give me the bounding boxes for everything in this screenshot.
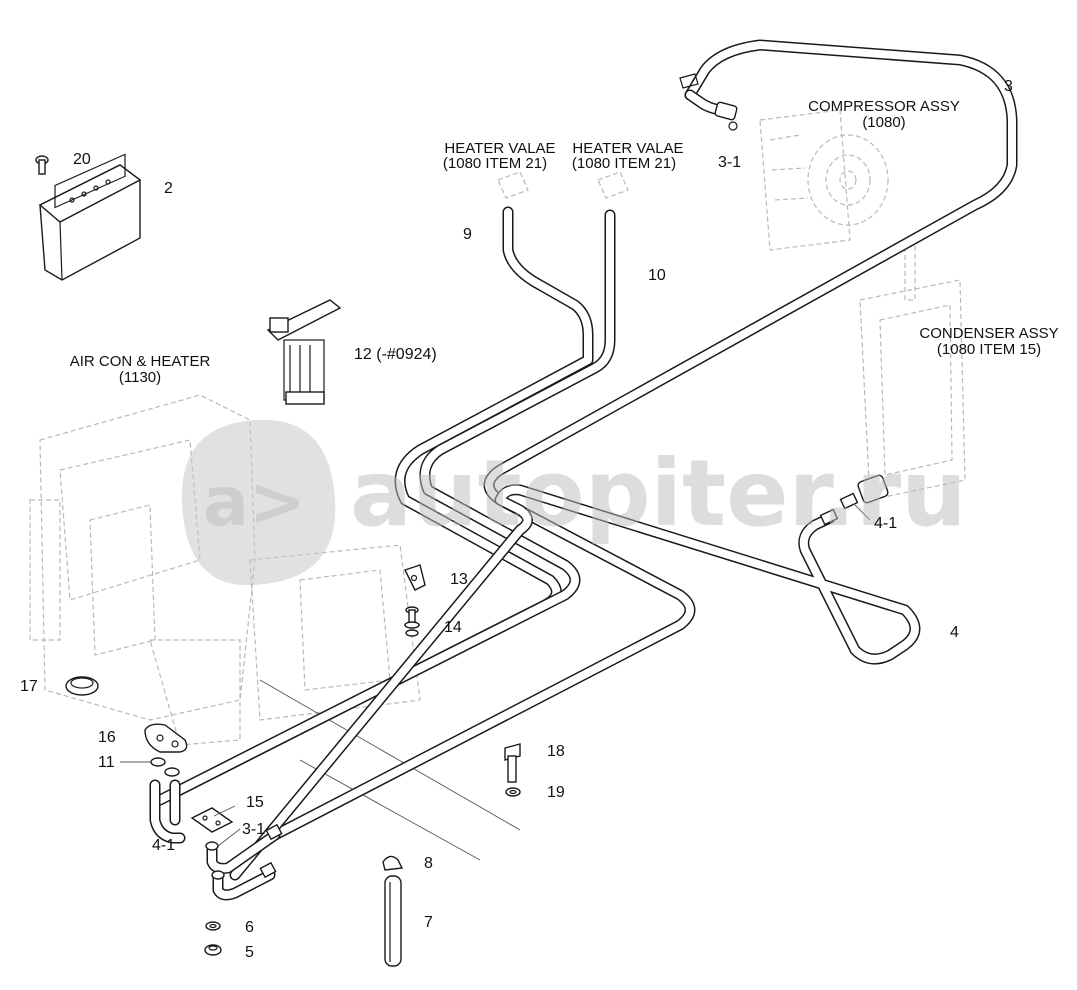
compressor-fittings xyxy=(679,73,738,131)
callout-13: 13 xyxy=(450,571,468,588)
svg-text:(1130): (1130) xyxy=(119,369,161,386)
pipe-4 xyxy=(229,484,921,881)
clamp-part-8 xyxy=(382,855,404,871)
callout-16: 16 xyxy=(98,729,116,746)
watermark-text: autopiter.ru xyxy=(350,440,967,547)
callout-3-1-bottom: 3-1 xyxy=(242,821,265,838)
heater-valve-label-1: HEATER VALAE (1080 ITEM 21) xyxy=(443,140,556,172)
pipe-3 xyxy=(269,39,1018,841)
callout-3: 3 xyxy=(1004,78,1013,95)
condenser-label: CONDENSER ASSY (1080 ITEM 15) xyxy=(919,325,1058,358)
callout-8: 8 xyxy=(424,855,433,872)
svg-text:(1080 ITEM 21): (1080 ITEM 21) xyxy=(443,155,547,172)
compressor-label: COMPRESSOR ASSY (1080) xyxy=(808,98,960,131)
pipe-7 xyxy=(384,875,402,967)
washer-part-6 xyxy=(205,921,221,931)
callout-9: 9 xyxy=(463,226,472,243)
air-con-heater-ghost xyxy=(29,394,421,746)
callout-2: 2 xyxy=(164,180,173,197)
callout-11: 11 xyxy=(98,754,115,771)
bolt-part-18 xyxy=(504,743,521,783)
callout-20: 20 xyxy=(73,151,91,168)
screw-part-20 xyxy=(35,155,49,175)
heater-valve-label-2: HEATER VALAE (1080 ITEM 21) xyxy=(572,140,684,172)
svg-text:(1080 ITEM 15): (1080 ITEM 15) xyxy=(937,341,1041,358)
callout-12: 12 (-#0924) xyxy=(354,346,437,363)
clip-part-11 xyxy=(150,757,180,777)
grommet-part-17 xyxy=(65,676,99,696)
callout-18: 18 xyxy=(547,743,565,760)
bracket-part-12 xyxy=(266,299,342,405)
svg-text:CONDENSER ASSY: CONDENSER ASSY xyxy=(919,325,1058,342)
compressor-ghost xyxy=(759,109,889,251)
air-con-heater-label: AIR CON & HEATER (1130) xyxy=(70,353,211,386)
callout-10: 10 xyxy=(648,267,666,284)
control-module-part-2 xyxy=(38,153,142,281)
callout-17: 17 xyxy=(20,678,38,695)
callout-7: 7 xyxy=(424,914,433,931)
callout-4-1-right: 4-1 xyxy=(874,515,897,532)
callout-6: 6 xyxy=(245,919,254,936)
svg-text:COMPRESSOR ASSY: COMPRESSOR ASSY xyxy=(808,98,960,115)
watermark: a> autopiter.ru xyxy=(181,419,967,586)
clamp-part-13 xyxy=(404,564,426,591)
svg-text:AIR CON & HEATER: AIR CON & HEATER xyxy=(70,353,211,370)
callout-leaders xyxy=(120,504,871,847)
pipe-9 xyxy=(174,206,594,796)
pad-part-15 xyxy=(190,807,234,833)
condenser-fitting xyxy=(819,474,889,526)
plate-part-16 xyxy=(144,723,188,753)
callout-3-1-top: 3-1 xyxy=(718,154,741,171)
callout-numbers: 20 2 3 3-1 9 10 12 (-#0924) 13 14 4-1 4 … xyxy=(20,78,1013,961)
condenser-ghost xyxy=(859,239,966,501)
pipe-ends-lower-left xyxy=(149,779,283,901)
ghost-leader-1 xyxy=(259,679,521,831)
ghost-leader-2 xyxy=(299,759,481,861)
watermark-logo-mark: a> xyxy=(203,463,306,542)
callout-4-1-left: 4-1 xyxy=(152,837,175,854)
heater-valve-ghosts xyxy=(497,171,629,199)
washer-part-19 xyxy=(505,787,521,797)
bolt-part-14 xyxy=(404,606,420,637)
svg-text:HEATER VALAE: HEATER VALAE xyxy=(572,140,683,157)
pipe-10 xyxy=(154,209,616,806)
svg-text:(1080): (1080) xyxy=(862,114,905,131)
nut-part-5 xyxy=(204,944,222,956)
svg-text:(1080 ITEM 21): (1080 ITEM 21) xyxy=(572,155,676,172)
callout-5: 5 xyxy=(245,944,254,961)
svg-text:HEATER VALAE: HEATER VALAE xyxy=(444,140,555,157)
callout-4: 4 xyxy=(950,624,959,641)
callout-14: 14 xyxy=(444,619,462,636)
callout-19: 19 xyxy=(547,784,565,801)
callout-15: 15 xyxy=(246,794,264,811)
